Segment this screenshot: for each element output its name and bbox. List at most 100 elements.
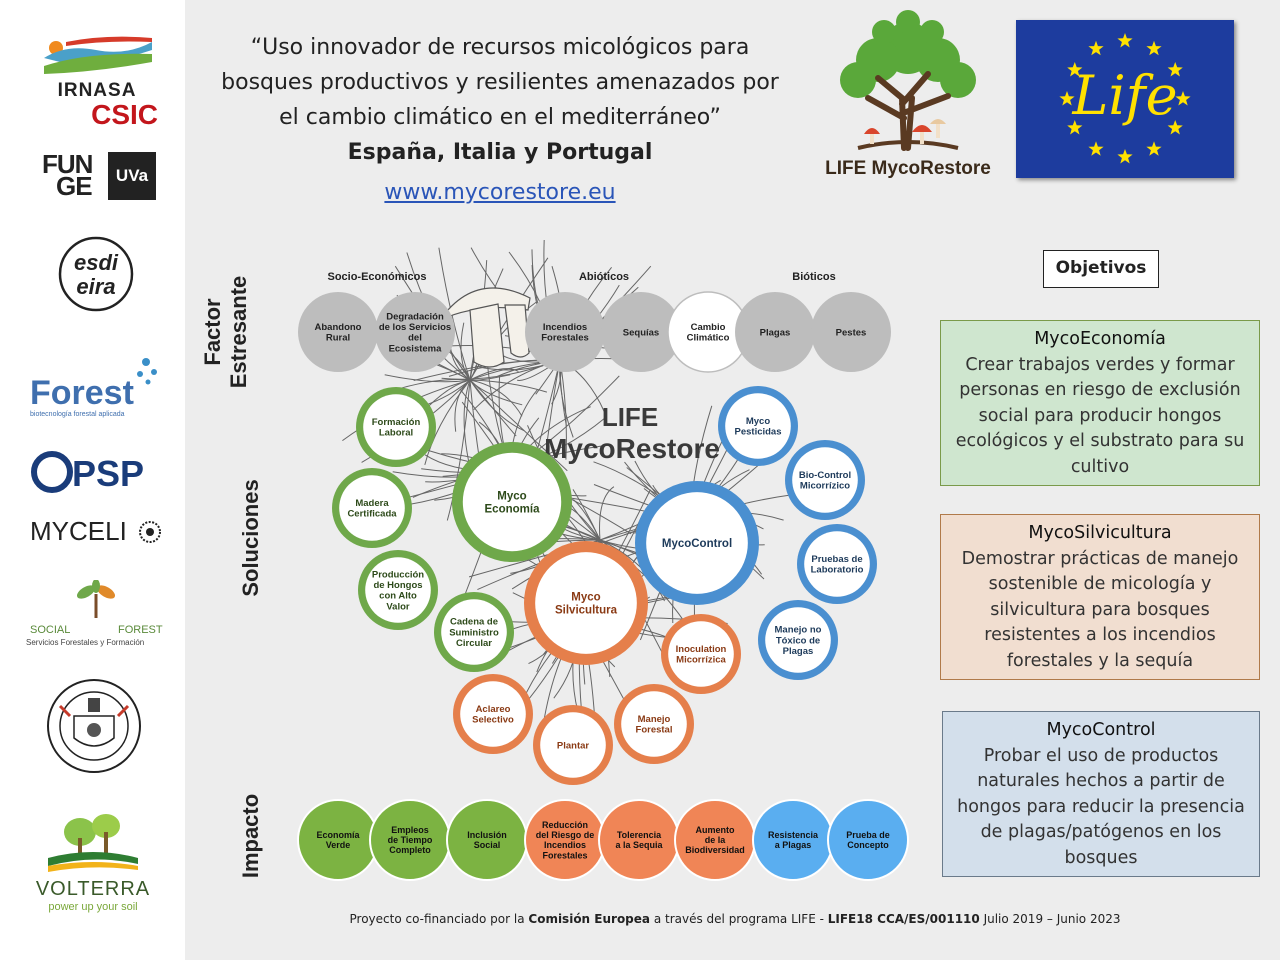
impact-circle-label: Forestales [542, 850, 587, 860]
solution-orange-circle-label: Selectivo [472, 715, 514, 726]
solution-blue-circle-label: Myco [746, 416, 770, 427]
irnasa-csic-logo: IRNASA CSIC [36, 36, 158, 130]
stressor-circle: Pestes [811, 292, 891, 372]
hub-mycocontrol-label: MycoControl [662, 538, 732, 550]
idforest-logo: Forest biotecnología forestal aplicada [28, 352, 168, 422]
solution-green-circle-label: Madera [355, 498, 389, 509]
svg-text:eira: eira [76, 274, 115, 299]
objective-title: MycoEconomía [1034, 329, 1166, 349]
solution-green-circle-shape [365, 557, 431, 623]
root-line [469, 379, 525, 432]
eu-star-icon [1067, 62, 1083, 77]
impact-circle-shape [827, 799, 909, 881]
stressor-circle-label: Ecosistema [389, 343, 443, 354]
solution-blue-circle-shape [792, 447, 858, 513]
solution-orange-circle-label: Plantar [557, 740, 590, 751]
solution-orange-circle-label: Inoculation [676, 644, 727, 655]
impact-circle-label: Concepto [847, 840, 889, 850]
impact-circle-label: de la [705, 835, 727, 845]
impact-circle-label: Verde [326, 840, 351, 850]
tree-icon: LIFE MycoRestore [825, 10, 991, 179]
eu-star-icon [1117, 33, 1133, 48]
impact-circle-label: de Tiempo [388, 835, 433, 845]
solution-blue-circle-label: Laboratorio [811, 565, 864, 576]
stressor-circle-label: Plagas [760, 327, 791, 338]
socialforest-text-right: FOREST [118, 624, 163, 636]
solution-orange-circle-shape [460, 681, 526, 747]
solution-orange-circle-shape [668, 621, 734, 687]
root-line [599, 486, 615, 541]
solution-blue-circle-label: Pruebas de [811, 554, 862, 565]
impact-circle-label: Economía [316, 830, 360, 840]
solution-circles: FormaciónLaboralMaderaCertificadaProducc… [332, 386, 877, 785]
csic-text: CSIC [91, 99, 158, 130]
eu-star-icon [1167, 120, 1183, 135]
solution-green-circle-label: Laboral [379, 428, 413, 439]
mycelio-text: MYCELI [30, 516, 127, 546]
impacto-label-text: Impacto [238, 794, 263, 878]
solution-blue-circle-shape [725, 393, 791, 459]
apsp-logo: PSP [30, 446, 160, 496]
soluciones-label: Soluciones [238, 479, 263, 596]
stressor-circle-label: Incendios [543, 322, 587, 333]
stressor-circle-label: Cambio [691, 322, 726, 333]
footer-dates: Julio 2019 – Junio 2023 [979, 912, 1121, 926]
mycelio-logo: MYCELI [30, 516, 162, 552]
project-title: “Uso innovador de recursos micológicos p… [200, 30, 800, 170]
partner-logos-sidebar: IRNASA CSIC FUN GE UVa esdi eira Forest … [0, 0, 185, 960]
solution-orange-circle-shape [621, 691, 687, 757]
solution-blue-circle-shape [804, 531, 870, 597]
footer-commission: Comisión Europea [528, 912, 651, 926]
objectives-heading: Objetivos [1043, 250, 1159, 288]
objective-mycosilvicultura: MycoSilvicultura Demostrar prácticas de … [940, 514, 1260, 680]
stressor-circle-label: Sequías [623, 327, 659, 338]
solution-green-circle-label: Suministro [449, 627, 499, 638]
objective-text: Probar el uso de productos naturales hec… [957, 745, 1245, 868]
solution-green-circle-label: Formación [372, 417, 421, 428]
impact-circle-label: a la Sequia [615, 840, 663, 850]
objective-title: MycoControl [1046, 720, 1156, 740]
solution-green-circle-label: Producción [372, 569, 424, 580]
category-label: Bióticos [792, 271, 835, 283]
root-line [572, 489, 601, 541]
hub-mycoeconomia-label: Myco [497, 491, 526, 503]
eu-star-icon [1167, 62, 1183, 77]
solution-green-circle-label: con Alto [379, 591, 417, 602]
socialforest-subtitle: Servicios Forestales y Formación [26, 638, 145, 647]
factor-estresante-label-text: Factor [200, 298, 225, 366]
hub-mycosilvicultura-shape [535, 552, 637, 654]
soluciones-label-text: Soluciones [238, 479, 263, 596]
impact-circle-label: Incendios [544, 840, 586, 850]
solution-green-circle-shape [339, 475, 405, 541]
impact-circle-label: Prueba de [846, 830, 890, 840]
mycorestore-logo-text: LIFE MycoRestore [825, 158, 991, 179]
factor-estresante-label-text: Estresante [226, 276, 251, 389]
footer-text-1: Proyecto co-financiado por la [349, 912, 529, 926]
eu-star-icon [1088, 40, 1104, 56]
solution-blue-circle-label: Tóxico de [776, 635, 820, 646]
eu-star-icon [1146, 40, 1162, 56]
solution-blue-circle-label: Manejo no [775, 625, 822, 636]
stressor-circle-shape [525, 292, 605, 372]
title-line-1: “Uso innovador de recursos micológicos p… [250, 35, 750, 60]
stressor-circle-shape [735, 292, 815, 372]
stressor-circle-shape [375, 292, 455, 372]
project-url-link[interactable]: www.mycorestore.eu [384, 180, 616, 205]
socialforest-tree-icon [76, 579, 116, 618]
solution-orange-circle-label: Aclareo [476, 704, 511, 715]
